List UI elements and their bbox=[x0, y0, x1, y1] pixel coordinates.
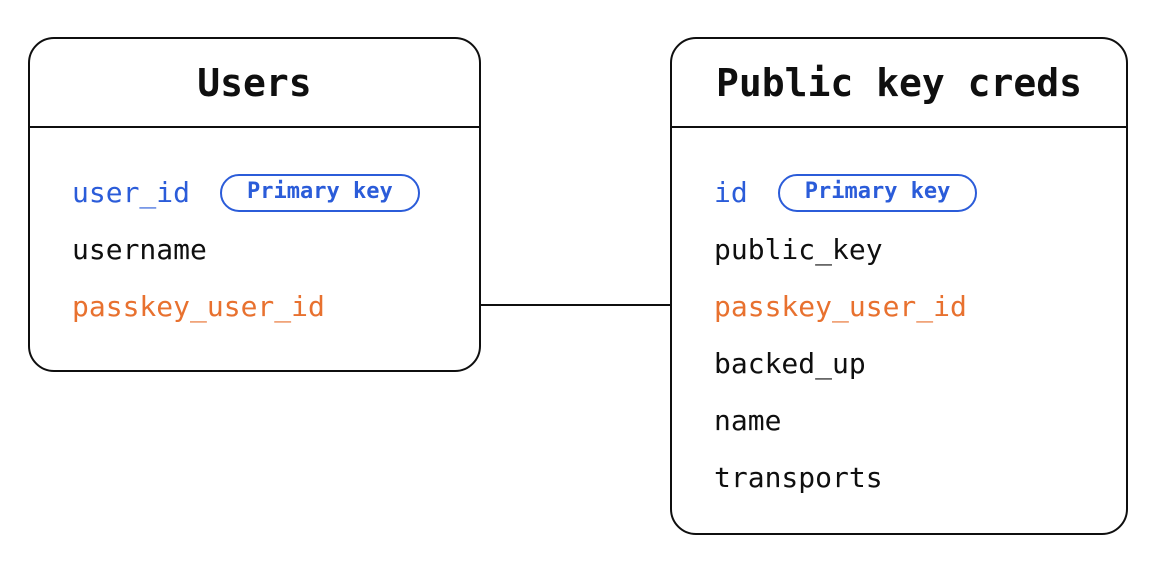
field-passkey-user-id: passkey_user_id bbox=[714, 290, 967, 323]
field-public-key: public_key bbox=[714, 233, 883, 266]
entity-public-key-creds-fields: id Primary key public_key passkey_user_i… bbox=[672, 128, 1126, 506]
field-row: username bbox=[72, 221, 469, 278]
field-row: name bbox=[714, 392, 1116, 449]
field-transports: transports bbox=[714, 461, 883, 494]
entity-users-title: Users bbox=[30, 39, 479, 128]
entity-public-key-creds-title: Public key creds bbox=[672, 39, 1126, 128]
field-row: public_key bbox=[714, 221, 1116, 278]
entity-users-fields: user_id Primary key username passkey_use… bbox=[30, 128, 479, 335]
field-row: user_id Primary key bbox=[72, 164, 469, 221]
primary-key-badge: Primary key bbox=[220, 173, 420, 212]
field-user-id: user_id bbox=[72, 176, 191, 209]
field-row: backed_up bbox=[714, 335, 1116, 392]
field-name: name bbox=[714, 404, 782, 437]
field-passkey-user-id: passkey_user_id bbox=[72, 290, 325, 323]
field-id: id bbox=[714, 176, 748, 209]
entity-public-key-creds: Public key creds id Primary key public_k… bbox=[670, 37, 1128, 535]
field-row: passkey_user_id bbox=[714, 278, 1116, 335]
entity-users: Users user_id Primary key username passk… bbox=[28, 37, 481, 372]
field-backed-up: backed_up bbox=[714, 347, 866, 380]
field-username: username bbox=[72, 233, 207, 266]
field-row: passkey_user_id bbox=[72, 278, 469, 335]
relationship-line bbox=[481, 304, 670, 306]
primary-key-badge: Primary key bbox=[777, 173, 978, 212]
field-row: id Primary key bbox=[714, 164, 1116, 221]
field-row: transports bbox=[714, 449, 1116, 506]
